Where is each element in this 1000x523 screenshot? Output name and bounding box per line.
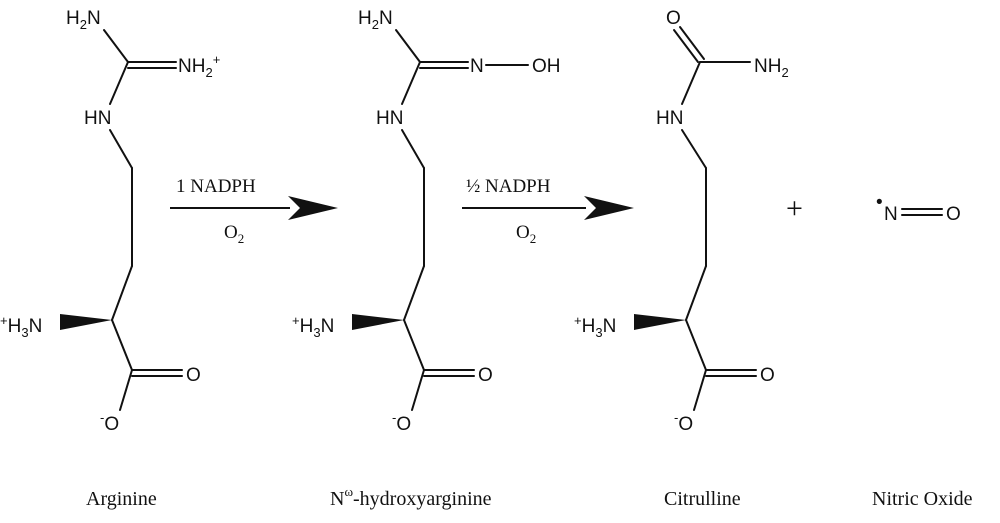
bond (685, 265, 707, 321)
arginine-structure: H2N NH2+ HN +H3N O -O (0, 8, 220, 435)
o-label: O (946, 204, 961, 225)
wedge-bond (634, 314, 686, 330)
hn-label: HN (656, 108, 683, 129)
n-label: N (470, 56, 484, 77)
bond (395, 29, 421, 63)
citrulline-structure: O NH2 HN +H3N O -O (574, 8, 789, 435)
arrow-2-above-label: ½ NADPH (466, 176, 551, 197)
bond (111, 265, 133, 321)
nitric-oxide-name: Nitric Oxide (872, 488, 973, 510)
wedge-bond (352, 314, 404, 330)
bond (119, 369, 133, 411)
carbonyl-o-label: O (186, 365, 201, 386)
bond (109, 129, 133, 169)
bond (679, 26, 705, 60)
hydroxyarginine-structure: H2N N OH HN +H3N O -O (292, 8, 561, 435)
citrulline-name: Citrulline (664, 488, 741, 510)
bond (401, 129, 425, 169)
reaction-arrow-1: 1 NADPH O2 (170, 176, 338, 246)
carbonyl-o-label: O (760, 365, 775, 386)
carboxylate-o-label: -O (392, 410, 411, 435)
bond (403, 319, 425, 371)
ammonium-label: +H3N (574, 313, 616, 340)
radical-dot: • (876, 192, 883, 213)
arrow-1-head (288, 196, 338, 220)
bond (109, 61, 129, 105)
bond (673, 29, 699, 63)
nitric-oxide-structure: • N O (876, 192, 961, 225)
amine-label: H2N (66, 8, 101, 32)
bond (693, 369, 707, 411)
hn-label: HN (376, 108, 403, 129)
oh-label: OH (532, 56, 561, 77)
hn-label: HN (84, 108, 111, 129)
hydroxyarginine-name: Nω-hydroxyarginine (330, 484, 492, 510)
ammonium-label: +H3N (0, 313, 42, 340)
urea-o-label: O (666, 8, 681, 29)
wedge-bond (60, 314, 112, 330)
n-label: N (884, 204, 898, 225)
carbonyl-o-label: O (478, 365, 493, 386)
bond (403, 265, 425, 321)
bond (401, 61, 421, 105)
bond (111, 319, 133, 371)
bond (685, 319, 707, 371)
arrow-2-head (584, 196, 634, 220)
bond (681, 61, 701, 105)
bond (681, 129, 707, 169)
bond (103, 29, 129, 63)
nh2-label: NH2 (754, 56, 789, 80)
arrow-2-below-label: O2 (516, 222, 536, 246)
arginine-name: Arginine (86, 488, 157, 510)
carboxylate-o-label: -O (674, 410, 693, 435)
arrow-1-above-label: 1 NADPH (176, 176, 256, 197)
arrow-1-below-label: O2 (224, 222, 244, 246)
ammonium-label: +H3N (292, 313, 334, 340)
iminium-label: NH2+ (178, 52, 220, 80)
carboxylate-o-label: -O (100, 410, 119, 435)
bond (411, 369, 425, 411)
reaction-arrow-2: ½ NADPH O2 (462, 176, 634, 246)
plus-sign: + (786, 192, 803, 225)
amine-label: H2N (358, 8, 393, 32)
